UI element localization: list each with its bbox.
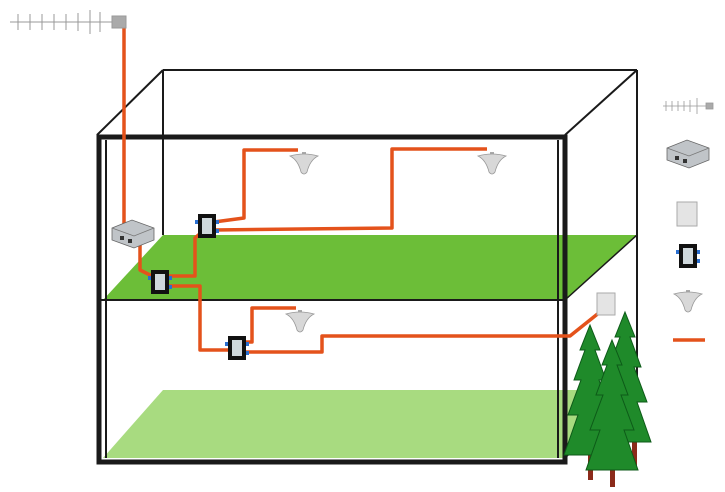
legend: [663, 98, 714, 342]
repeater-icon: [666, 139, 710, 169]
yagi-antenna-icon: [10, 10, 127, 34]
front-frame: [96, 134, 568, 465]
splitter-icon: [195, 214, 219, 238]
ceiling-antenna-icon: [285, 309, 315, 333]
splitter-icon: [225, 336, 249, 360]
panel-antenna-icon: [596, 292, 616, 316]
lower-floor: [103, 390, 637, 458]
ceiling-antenna-icon: [289, 151, 319, 175]
upper-floor: [103, 235, 637, 300]
ceiling-antenna-icon: [477, 151, 507, 175]
panel-antenna-icon: [676, 201, 698, 227]
repeater-icon: [111, 219, 155, 249]
coax-cables: [122, 28, 602, 354]
building-frame: [96, 69, 638, 390]
ceiling-antenna-icon: [673, 289, 703, 313]
trees: [563, 311, 652, 487]
yagi-antenna-icon: [663, 98, 714, 114]
splitter-icon: [676, 244, 700, 268]
splitter-icon: [148, 270, 172, 294]
